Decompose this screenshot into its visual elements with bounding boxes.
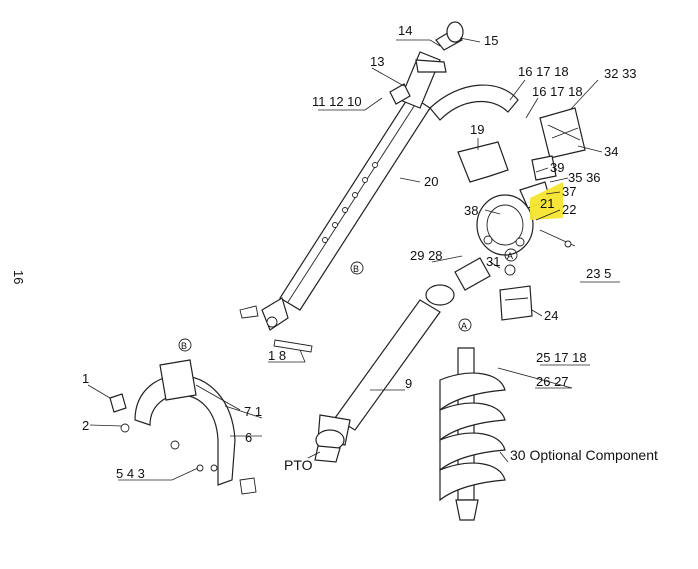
marker-b-frame: B: [181, 341, 187, 351]
callout-1-8: 1 8: [268, 348, 286, 363]
callout-9: 9: [405, 376, 412, 391]
support-bracket: [531, 107, 586, 181]
callout-30-optional: 30 Optional Component: [510, 447, 658, 463]
marker-a-top: A: [461, 321, 467, 331]
callout-38: 38: [464, 203, 478, 218]
marker-b-boom: B: [353, 264, 359, 274]
marker-a-gearbox: A: [507, 251, 513, 261]
callout-13: 13: [370, 54, 384, 69]
handle-tube: [389, 21, 464, 109]
callout-24: 24: [544, 308, 558, 323]
page-number: 16: [11, 270, 26, 284]
callout-pto: PTO: [284, 457, 313, 473]
callout-35-36: 35 36: [568, 170, 601, 185]
callout-15: 15: [484, 33, 498, 48]
callout-11-12-10: 11 12 10: [312, 94, 362, 109]
highlight-marker: [530, 182, 563, 220]
callout-23-5: 23 5: [586, 266, 611, 281]
callout-31: 31: [486, 254, 500, 269]
callout-16-17-18-b: 16 17 18: [532, 84, 583, 99]
callout-7-1: 7 1: [244, 404, 262, 419]
callout-16-17-18-a: 16 17 18: [518, 64, 569, 79]
callout-14: 14: [398, 23, 412, 38]
callout-20: 20: [424, 174, 438, 189]
callout-39: 39: [550, 160, 564, 175]
callout-21: 21: [540, 196, 554, 211]
leader-lines: [87, 37, 620, 481]
callout-5-4-3: 5 4 3: [116, 466, 145, 481]
callout-32-33: 32 33: [604, 66, 637, 81]
callout-26-27: 26 27: [536, 374, 569, 389]
callout-2: 2: [82, 418, 89, 433]
callout-6: 6: [245, 430, 252, 445]
boom-arm: [239, 84, 519, 331]
callout-labels: 1 2 5 4 3 6 7 1 1 8 9 PTO 11 12 10 13 14…: [82, 23, 658, 481]
guard-plate: [457, 141, 509, 183]
pto-driveshaft: [314, 257, 491, 463]
auger-mount: [499, 264, 533, 321]
callout-1: 1: [82, 371, 89, 386]
auger: [439, 347, 506, 521]
callout-25-17-18: 25 17 18: [536, 350, 587, 365]
reference-markers: A A B B: [178, 248, 518, 352]
a-frame: [109, 359, 257, 495]
callout-29-28: 29 28: [410, 248, 443, 263]
callout-19: 19: [470, 122, 484, 137]
callout-34: 34: [604, 144, 618, 159]
callout-37: 37: [562, 184, 576, 199]
callout-22: 22: [562, 202, 576, 217]
